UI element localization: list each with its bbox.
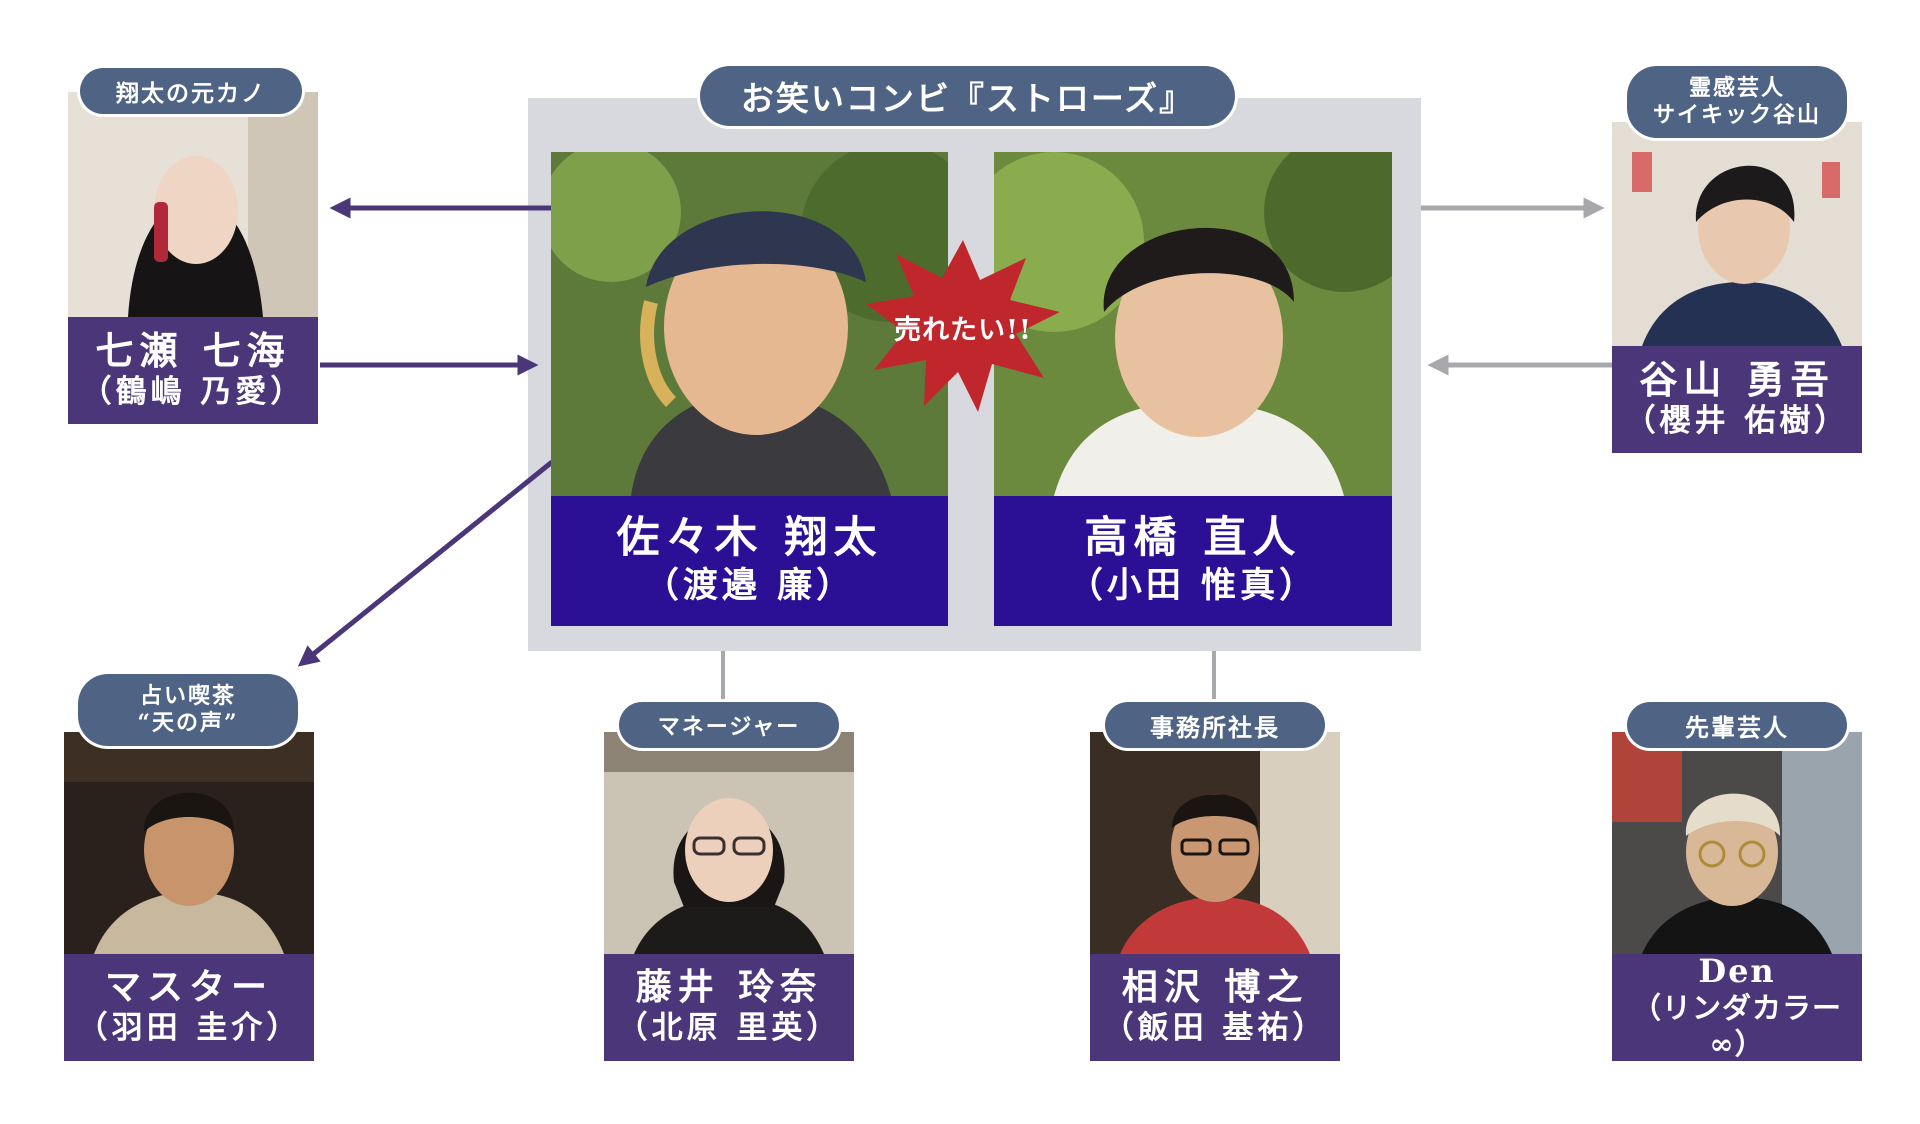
name-shota: 佐々木 翔太 [616,513,883,564]
plate-taniyama: 谷山 勇吾 （櫻井 佑樹） [1612,346,1862,453]
plate-den: Den （リンダカラー∞） [1612,951,1862,1061]
actor-shota: （渡邉 廉） [643,564,856,606]
group-label: お笑いコンビ『ストローズ』 [700,66,1235,126]
portrait-taniyama [1612,122,1862,346]
name-master: マスター [104,966,273,1009]
portrait-shota [551,152,948,496]
explosion-burst-icon [866,240,1060,412]
plate-nanase: 七瀬 七海 （鶴嶋 乃愛） [68,317,318,424]
tag-den: 先輩芸人 [1627,702,1847,748]
actor-fujii: （北原 里英） [616,1009,842,1046]
plate-shota: 佐々木 翔太 （渡邉 廉） [551,496,948,626]
portrait-master [64,732,314,954]
plate-fujii: 藤井 玲奈 （北原 里英） [604,954,854,1061]
name-aizawa: 相沢 博之 [1121,966,1309,1009]
actor-taniyama: （櫻井 佑樹） [1624,402,1850,439]
actor-naoto: （小田 惟真） [1067,564,1319,606]
arrow-down-left-icon [297,460,554,667]
name-fujii: 藤井 玲奈 [635,966,823,1009]
portrait-fujii [604,732,854,954]
name-nanase: 七瀬 七海 [95,328,291,374]
portrait-nanase [68,92,318,317]
plate-aizawa: 相沢 博之 （飯田 基祐） [1090,954,1340,1061]
tag-aizawa: 事務所社長 [1105,702,1325,748]
tag-nanase: 翔太の元カノ [80,68,302,114]
burst-text: 売れたい!! [894,315,1032,346]
portrait-aizawa [1090,732,1340,954]
name-taniyama: 谷山 勇吾 [1639,357,1835,403]
tag-taniyama: 霊感芸人 サイキック谷山 [1627,66,1847,138]
plate-naoto: 高橋 直人 （小田 惟真） [994,496,1392,626]
name-den: Den [1698,951,1776,990]
actor-aizawa: （飯田 基祐） [1102,1009,1328,1046]
actor-nanase: （鶴嶋 乃愛） [80,373,306,410]
actor-den: （リンダカラー∞） [1631,990,1842,1061]
tag-master: 占い喫茶 “天の声” [78,674,298,746]
tag-fujii: マネージャー [619,702,839,748]
portrait-den [1612,732,1862,954]
portrait-naoto [994,152,1392,496]
name-naoto: 高橋 直人 [1084,513,1302,564]
plate-master: マスター （羽田 圭介） [64,954,314,1061]
actor-master: （羽田 圭介） [76,1009,302,1046]
